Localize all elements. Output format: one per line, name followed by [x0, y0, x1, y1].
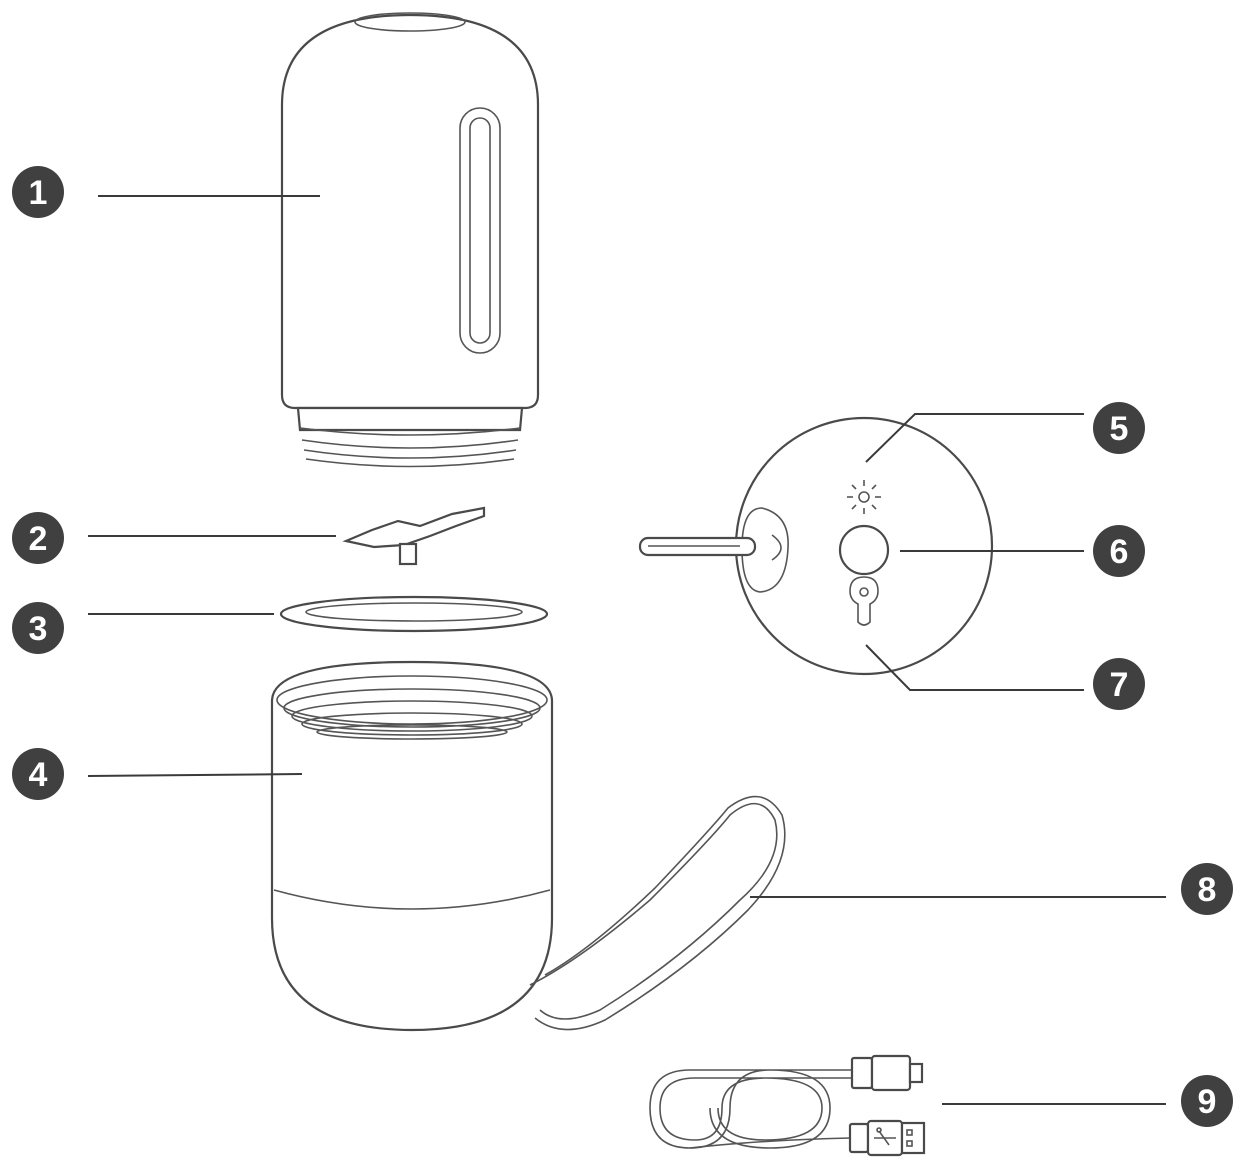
callout-label-4: 4: [29, 756, 48, 794]
callout-label-8: 8: [1198, 871, 1217, 909]
callout-badge-1: 1: [12, 166, 64, 218]
callout-badge-9: 9: [1181, 1075, 1233, 1127]
callout-label-7: 7: [1110, 666, 1129, 704]
leader-line-4: [87, 773, 303, 777]
callout-label-3: 3: [29, 610, 48, 648]
leader-line-7: [865, 644, 1084, 691]
blade-part: [342, 506, 486, 566]
callout-label-2: 2: [29, 520, 48, 558]
button-panel-detail: [638, 416, 994, 676]
callout-badge-6: 6: [1093, 525, 1145, 577]
callout-label-9: 9: [1198, 1083, 1217, 1121]
callout-badge-3: 3: [12, 602, 64, 654]
callout-badge-7: 7: [1093, 658, 1145, 710]
callout-badge-2: 2: [12, 512, 64, 564]
callout-badge-5: 5: [1093, 402, 1145, 454]
callout-label-5: 5: [1110, 410, 1129, 448]
callout-badge-8: 8: [1181, 863, 1233, 915]
callout-label-6: 6: [1110, 533, 1129, 571]
lanyard-part: [529, 795, 786, 1031]
leader-line-5: [865, 413, 1084, 463]
callout-badge-4: 4: [12, 748, 64, 800]
callout-label-1: 1: [29, 174, 48, 212]
motor-base-part: [270, 660, 554, 1032]
usb-cable-part: [649, 1054, 926, 1157]
cup-part: [280, 12, 540, 468]
leader-lines: [87, 195, 1166, 1105]
seal-ring-part: [279, 595, 549, 633]
